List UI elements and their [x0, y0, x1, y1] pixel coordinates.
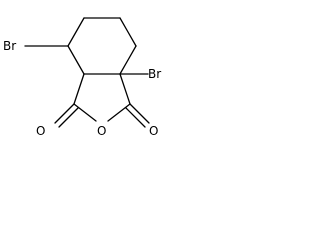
carbonyl-bonds: [54, 103, 150, 128]
atom-label-br-left: Br: [3, 39, 16, 53]
atom-label-o-ring: O: [97, 124, 106, 138]
bond-ring-oxygen-right-carbonyl: [107, 103, 131, 122]
bond-fusion-left-carbonyl: [73, 73, 85, 105]
atom-label-o-right: O: [149, 124, 158, 138]
anhydride-ring: [73, 73, 131, 122]
bond-right-carbonyl-inner: [125, 107, 146, 128]
chemical-structure-diagram: Br Br O O O: [0, 0, 173, 142]
bromine-bonds: [24, 45, 149, 75]
atom-label-o-left: O: [36, 124, 45, 138]
cyclohexane-ring: [67, 17, 137, 75]
bond-ring-upper-left: [67, 17, 85, 47]
bond-fusion-right-carbonyl: [119, 73, 131, 105]
bond-ring-upper-right: [119, 17, 137, 47]
bond-right-carbonyl-outer: [129, 103, 150, 124]
bond-left-carbonyl-inner: [58, 107, 79, 128]
bond-left-carbonyl-outer: [54, 103, 75, 124]
atom-label-br-right: Br: [148, 67, 161, 81]
bond-ring-lower-right: [119, 45, 137, 75]
bond-left-carbonyl-ring-oxygen: [73, 103, 97, 122]
bond-ring-lower-left: [67, 45, 85, 75]
